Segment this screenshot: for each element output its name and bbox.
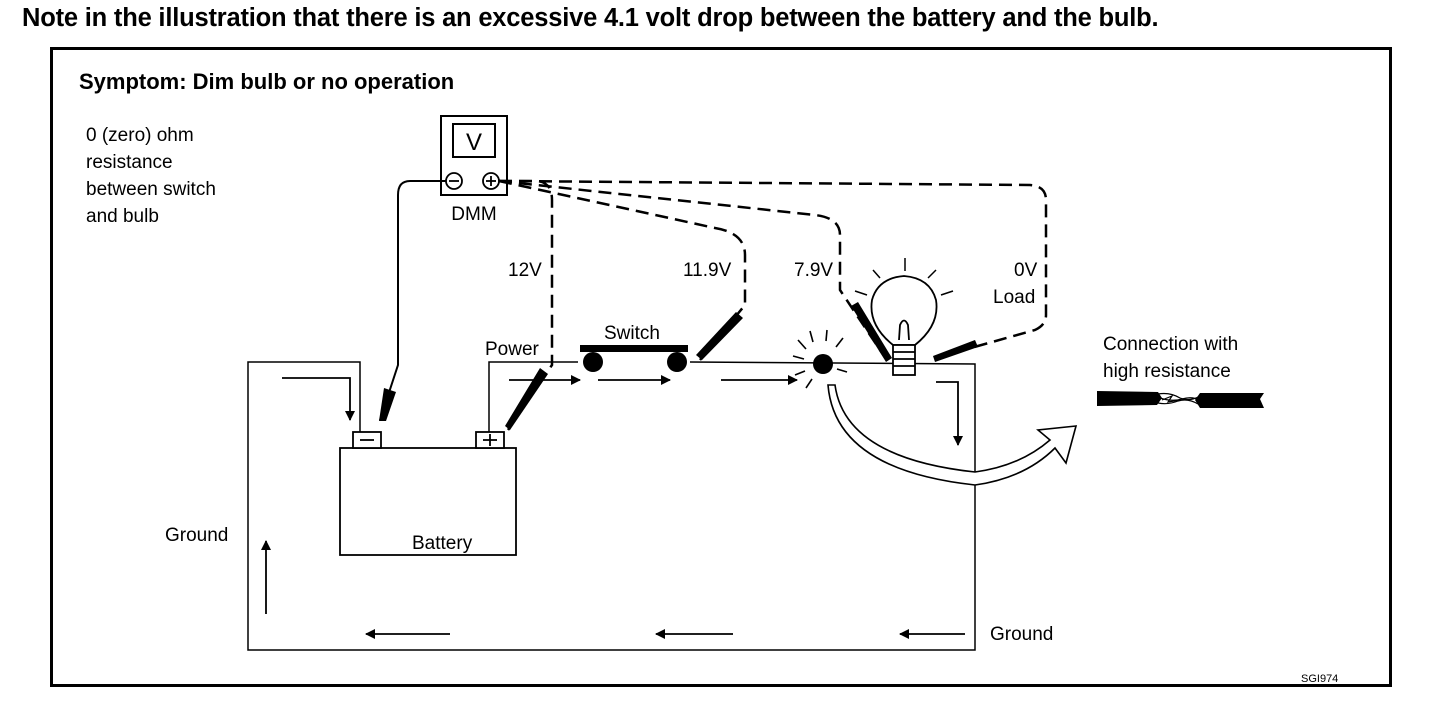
ground-label-left: Ground — [165, 525, 228, 546]
callout-line-1: Connection with — [1103, 334, 1238, 355]
positive-test-leads — [498, 179, 1048, 431]
dmm-meter: V — [440, 115, 508, 196]
power-label: Power — [485, 339, 540, 360]
switch — [580, 345, 688, 372]
reading-after-switch: 11.9V — [683, 260, 732, 281]
reading-after-bulb: 0V — [1014, 260, 1038, 281]
probe-battery-positive — [505, 368, 548, 430]
resistance-note-line-2: resistance — [86, 152, 173, 173]
current-flow-arrows — [261, 375, 965, 639]
frayed-wire-illustration — [1097, 391, 1264, 408]
reading-before-bulb: 7.9V — [794, 260, 833, 281]
circuit-wiring — [247, 361, 976, 651]
probe-before-bulb — [851, 302, 892, 362]
switch-label: Switch — [604, 323, 660, 344]
high-resistance-spot — [792, 329, 848, 389]
meter-symbol: V — [466, 129, 482, 156]
callout-line-2: high resistance — [1103, 361, 1231, 382]
load-label: Load — [993, 287, 1035, 308]
battery-positive-terminal-icon — [483, 434, 497, 446]
callout-arrow — [827, 384, 1078, 486]
ground-label-right: Ground — [990, 624, 1053, 645]
resistance-note-line-4: and bulb — [86, 206, 159, 227]
meter-label: DMM — [451, 204, 496, 225]
probe-after-bulb — [933, 340, 978, 362]
negative-test-lead — [379, 180, 446, 421]
negative-probe — [379, 388, 396, 421]
page-heading: Note in the illustration that there is a… — [22, 4, 1159, 32]
resistance-note-line-3: between switch — [86, 179, 216, 200]
symptom-title: Symptom: Dim bulb or no operation — [79, 69, 454, 94]
battery — [339, 431, 517, 556]
resistance-note-line-1: 0 (zero) ohm — [86, 125, 194, 146]
probe-after-switch — [696, 312, 743, 360]
figure-code: SGI974 — [1301, 673, 1338, 685]
bulb-icon — [854, 258, 954, 376]
reading-battery-positive: 12V — [508, 260, 542, 281]
battery-label: Battery — [412, 533, 473, 554]
figure-frame — [50, 47, 1392, 687]
